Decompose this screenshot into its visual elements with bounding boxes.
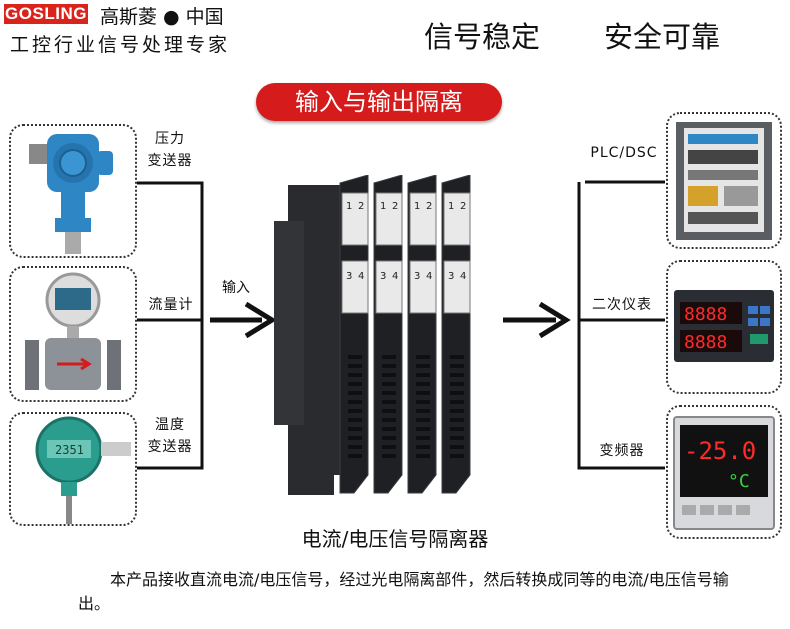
plc-cabinet-box: [666, 112, 782, 249]
output-label-plc: PLC/DSC: [590, 145, 658, 161]
flowmeter-box: [9, 266, 137, 402]
terminal-label: 1: [448, 201, 454, 212]
output-arrow-icon: [503, 301, 571, 339]
meter-display-bottom: 8888: [684, 332, 727, 353]
diagram-title: 输入与输出隔离: [256, 83, 502, 121]
slogan-stable: 信号稳定: [424, 20, 541, 54]
brand-tagline: 工控行业信号处理专家: [10, 34, 231, 56]
secondary-meter-icon: 8888 8888: [674, 290, 774, 362]
terminal-label: 2: [392, 201, 398, 212]
terminal-label: 3: [448, 271, 454, 282]
terminal-label: 4: [392, 271, 398, 282]
terminal-label: 1: [380, 201, 386, 212]
controller-box: -25.0 °C: [666, 405, 782, 539]
terminal-label: 4: [358, 271, 364, 282]
temperature-transmitter-icon: 2351: [35, 416, 131, 524]
svg-text:2351: 2351: [55, 443, 84, 457]
terminal-label: 3: [414, 271, 420, 282]
meter-display-top: 8888: [684, 304, 727, 325]
brand-name: 高斯菱 ● 中国: [100, 6, 224, 28]
output-label-controller: 变频器: [599, 443, 645, 459]
terminal-label: 2: [460, 201, 466, 212]
isolator-caption: 电流/电压信号隔离器: [301, 527, 489, 551]
plc-cabinet-icon: [676, 122, 772, 240]
pressure-transmitter-box: [9, 124, 137, 258]
temperature-transmitter-box: 2351: [9, 412, 137, 526]
terminal-label: 4: [426, 271, 432, 282]
brand-logo: GOSLING: [4, 4, 88, 24]
terminal-label: 2: [358, 201, 364, 212]
input-arrow-label: 输入: [222, 280, 250, 296]
input-label-pressure: 压力 变送器: [147, 131, 193, 169]
input-label-flowmeter: 流量计: [148, 297, 194, 313]
terminal-label: 3: [346, 271, 352, 282]
input-arrow-icon: [210, 301, 277, 339]
terminal-label: 4: [460, 271, 466, 282]
product-description: 本产品接收直流电流/电压信号，经过光电隔离部件，然后转换成同等的电流/电压信号输…: [78, 570, 729, 613]
slogan-reliable: 安全可靠: [604, 20, 721, 54]
controller-display-value: -25.0: [684, 437, 756, 465]
terminal-label: 2: [426, 201, 432, 212]
terminal-label: 3: [380, 271, 386, 282]
pressure-transmitter-icon: [29, 134, 113, 254]
controller-display-unit: °C: [728, 471, 750, 492]
flowmeter-icon: [25, 272, 121, 390]
secondary-meter-box: 8888 8888: [666, 260, 782, 394]
input-label-temperature: 温度 变送器: [147, 417, 193, 455]
terminal-label: 1: [414, 201, 420, 212]
output-label-meter: 二次仪表: [592, 297, 652, 313]
controller-icon: -25.0 °C: [673, 416, 775, 530]
terminal-label: 1: [346, 201, 352, 212]
